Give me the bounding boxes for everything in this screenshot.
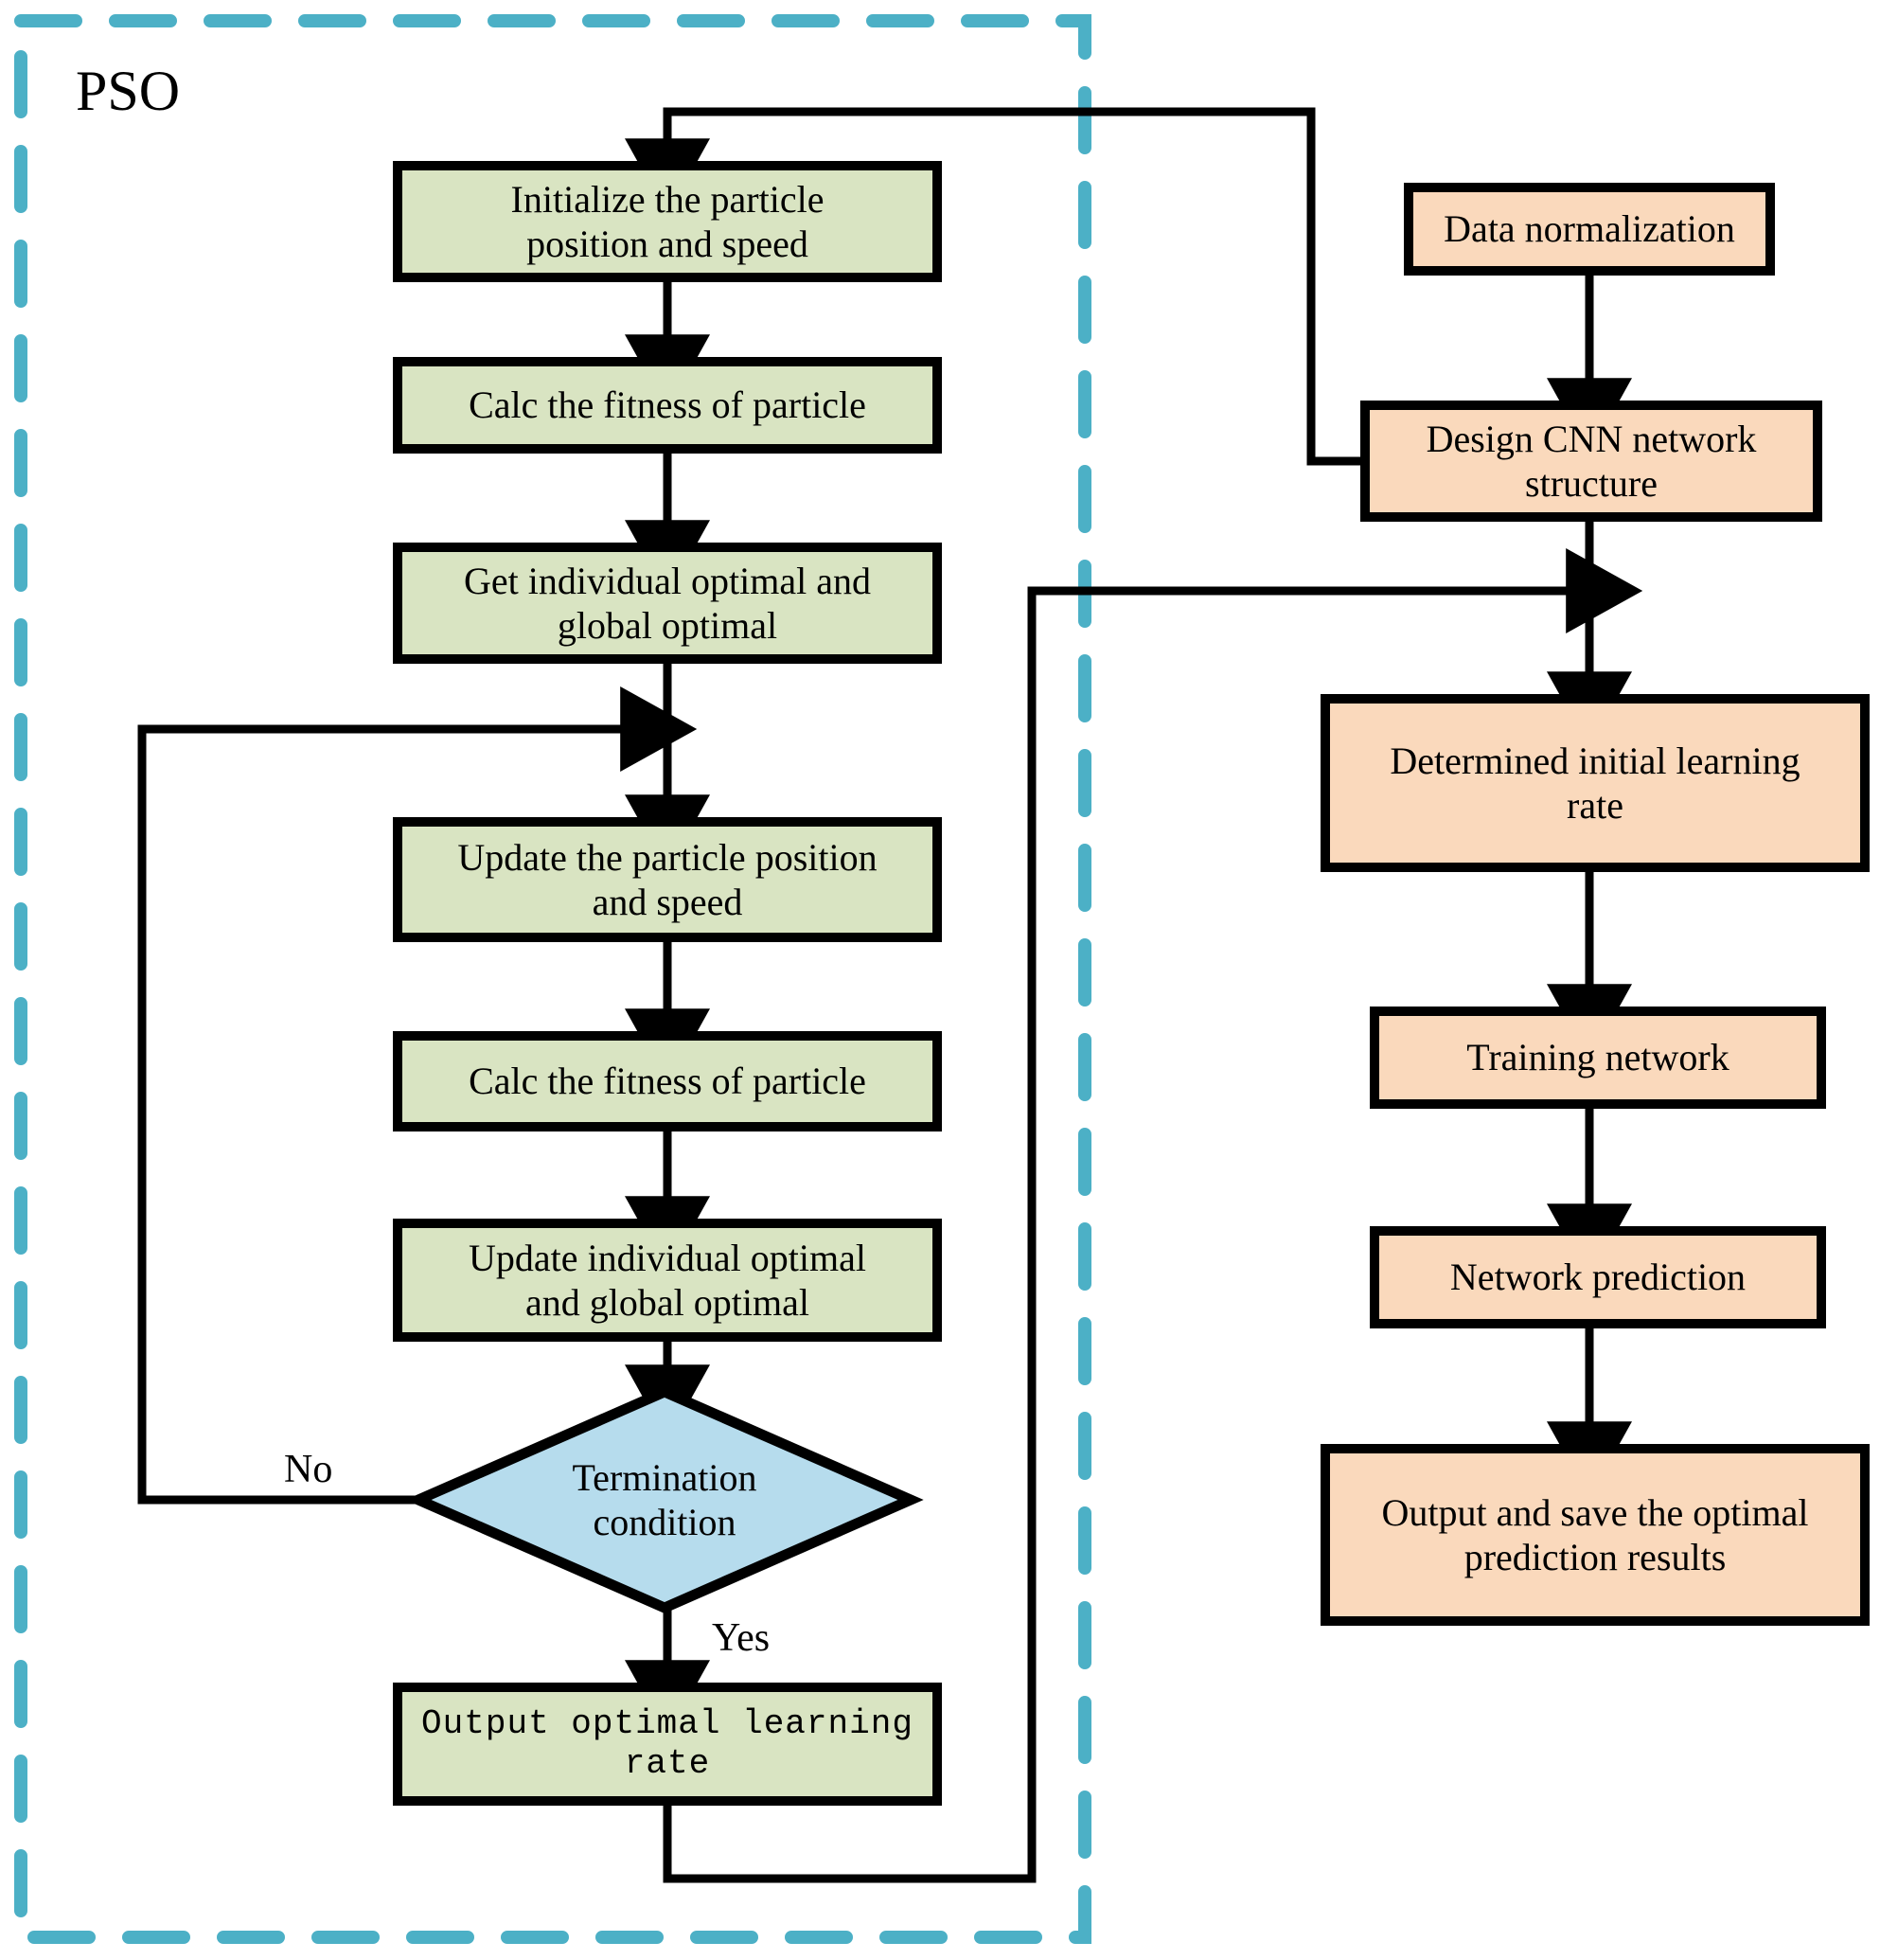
pso-group-label: PSO [76, 60, 181, 122]
node-network-prediction[interactable] [1370, 1226, 1826, 1328]
node-termination-condition[interactable] [405, 1385, 924, 1614]
edge-termination-no-loop [137, 686, 698, 1505]
edge-label-yes: Yes [712, 1616, 771, 1660]
node-output-learning-rate[interactable] [393, 1683, 942, 1806]
node-update-particle[interactable] [393, 817, 942, 942]
edge-design-cnn-to-initialize [625, 107, 1365, 466]
node-training-network[interactable] [1370, 1007, 1826, 1109]
node-determined-learning-rate[interactable] [1321, 694, 1870, 872]
node-output-save-results[interactable] [1321, 1444, 1870, 1626]
edge-label-no: No [284, 1448, 333, 1491]
node-initialize-particle[interactable] [393, 161, 942, 282]
node-update-optimal[interactable] [393, 1219, 942, 1342]
node-calc-fitness-2[interactable] [393, 1031, 942, 1131]
edge-output-learning-rate-to-cnn [663, 548, 1643, 1883]
node-get-optimal[interactable] [393, 543, 942, 664]
node-design-cnn[interactable] [1360, 401, 1822, 522]
node-data-normalization[interactable] [1404, 183, 1775, 276]
node-calc-fitness-1[interactable] [393, 357, 942, 454]
pso-group-border [14, 14, 1091, 1944]
